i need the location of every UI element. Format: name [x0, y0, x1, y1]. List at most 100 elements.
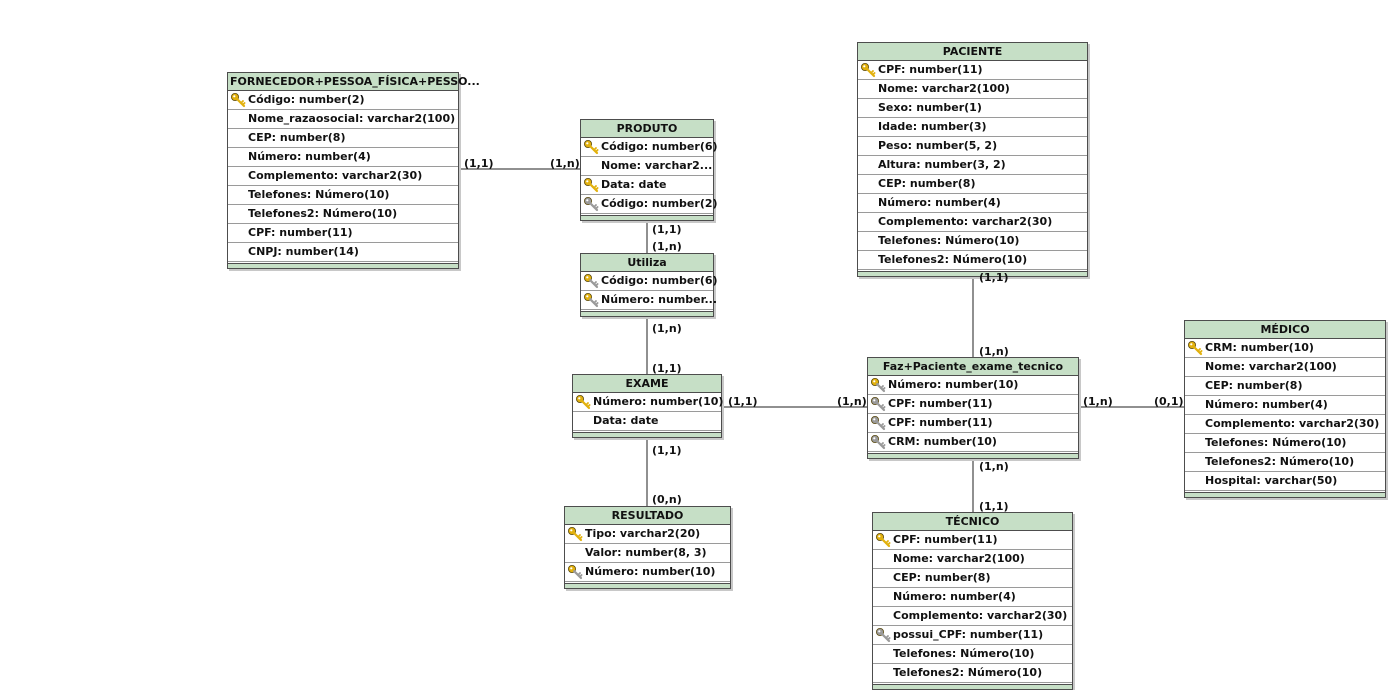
entity-fornecedor[interactable]: FORNECEDOR+PESSOA_FÍSICA+PESSO...Código:… — [227, 72, 480, 269]
attribute-text: CPF: number(11) — [893, 533, 998, 546]
attribute-text: Número: number(10) — [585, 565, 716, 578]
attribute-row[interactable]: Nome: varchar2(100) — [873, 550, 1072, 569]
attribute-row[interactable]: CRM: number(10) — [868, 433, 1078, 452]
attribute-row[interactable]: Hospital: varchar(50) — [1185, 472, 1385, 491]
attribute-row[interactable]: CPF: number(11) — [868, 395, 1078, 414]
cardinality-faz-tecnico: (1,n) — [979, 460, 1009, 473]
attribute-row[interactable]: CNPJ: number(14) — [228, 243, 458, 262]
attribute-row[interactable]: Complemento: varchar2(30) — [228, 167, 458, 186]
entity-title: Utiliza — [581, 254, 713, 272]
cardinality-exame-faz: (1,1) — [728, 395, 758, 408]
cardinality-utiliza-exame: (1,n) — [652, 322, 682, 335]
cardinality-fornecedor: (1,1) — [464, 157, 494, 170]
attribute-row[interactable]: Número: number(10) — [573, 393, 724, 412]
attribute-text: Telefones: Número(10) — [878, 234, 1020, 247]
attribute-row[interactable]: possui_CPF: number(11) — [873, 626, 1072, 645]
attribute-text: Telefones2: Número(10) — [878, 253, 1028, 266]
gray-key-icon — [870, 434, 886, 450]
entity-title: EXAME — [573, 375, 721, 393]
entity-footer — [581, 215, 713, 220]
attribute-row[interactable]: Telefones2: Número(10) — [873, 664, 1072, 683]
attribute-row[interactable]: Nome: varchar2(100) — [1185, 358, 1385, 377]
attribute-text: Hospital: varchar(50) — [1205, 474, 1338, 487]
attribute-row[interactable]: Peso: number(5, 2) — [858, 137, 1087, 156]
attribute-row[interactable]: Número: number(10) — [565, 563, 730, 582]
cardinality-utiliza-produto: (1,n) — [652, 240, 682, 253]
attribute-text: Telefones2: Número(10) — [1205, 455, 1355, 468]
entity-footer — [573, 432, 721, 437]
attribute-row[interactable]: Altura: number(3, 2) — [858, 156, 1087, 175]
attribute-text: CPF: number(11) — [248, 226, 353, 239]
attribute-row[interactable]: Tipo: varchar2(20) — [565, 525, 730, 544]
cardinality-exame-resultado: (1,1) — [652, 444, 682, 457]
attribute-row[interactable]: Nome: varchar2... — [581, 157, 713, 176]
attribute-row[interactable]: Complemento: varchar2(30) — [858, 213, 1087, 232]
attribute-row[interactable]: Telefones: Número(10) — [873, 645, 1072, 664]
cardinality-resultado-exame: (0,n) — [652, 493, 682, 506]
attribute-row[interactable]: Nome: varchar2(100) — [858, 80, 1087, 99]
attribute-row[interactable]: Valor: number(8, 3) — [565, 544, 730, 563]
entity-footer — [565, 583, 730, 588]
entity-title: MÉDICO — [1185, 321, 1385, 339]
attribute-row[interactable]: Número: number(10) — [868, 376, 1078, 395]
gold-key-icon — [1187, 340, 1203, 356]
gold-key-icon — [860, 62, 876, 78]
attribute-row[interactable]: Telefones2: Número(10) — [858, 251, 1087, 270]
attribute-row[interactable]: Código: number(6) — [581, 272, 718, 291]
attribute-row[interactable]: Código: number(2) — [581, 195, 718, 214]
attribute-row[interactable]: CPF: number(11) — [868, 414, 1078, 433]
attribute-text: Código: number(6) — [601, 140, 718, 153]
attribute-row[interactable]: CPF: number(11) — [228, 224, 458, 243]
attribute-row[interactable]: CEP: number(8) — [873, 569, 1072, 588]
attribute-row[interactable]: Número: number(4) — [228, 148, 458, 167]
gold-gray-key-icon — [583, 292, 599, 308]
attribute-row[interactable]: Número: number(4) — [858, 194, 1087, 213]
attribute-row[interactable]: Código: number(2) — [228, 91, 458, 110]
attribute-text: CRM: number(10) — [888, 435, 997, 448]
attribute-row[interactable]: Complemento: varchar2(30) — [873, 607, 1072, 626]
attribute-row[interactable]: Número: number(4) — [873, 588, 1072, 607]
attribute-row[interactable]: CRM: number(10) — [1185, 339, 1385, 358]
attribute-text: Nome: varchar2(100) — [878, 82, 1010, 95]
attribute-row[interactable]: Código: number(6) — [581, 138, 718, 157]
gold-key-icon — [875, 532, 891, 548]
attribute-row[interactable]: CPF: number(11) — [873, 531, 1072, 550]
attribute-row[interactable]: Complemento: varchar2(30) — [1185, 415, 1385, 434]
attribute-text: CNPJ: number(14) — [248, 245, 359, 258]
attribute-text: Número: number(4) — [893, 590, 1016, 603]
attribute-row[interactable]: Telefones: Número(10) — [1185, 434, 1385, 453]
attribute-row[interactable]: CPF: number(11) — [858, 61, 1087, 80]
cardinality-faz-exame: (1,n) — [837, 395, 867, 408]
attribute-row[interactable]: Telefones2: Número(10) — [228, 205, 458, 224]
attribute-row[interactable]: Telefones2: Número(10) — [1185, 453, 1385, 472]
attribute-row[interactable]: Nome_razaosocial: varchar2(100) — [228, 110, 458, 129]
entity-exame[interactable]: EXAME Número: number(10) Data: date — [572, 374, 724, 438]
attribute-text: CEP: number(8) — [893, 571, 991, 584]
attribute-row[interactable]: Telefones: Número(10) — [858, 232, 1087, 251]
attribute-row[interactable]: Número: number(4) — [1185, 396, 1385, 415]
attribute-text: Telefones: Número(10) — [1205, 436, 1347, 449]
cardinality-produto-fornecedor: (1,n) — [550, 157, 580, 170]
attribute-row[interactable]: CEP: number(8) — [1185, 377, 1385, 396]
attribute-row[interactable]: Número: number... — [581, 291, 717, 310]
attribute-row[interactable]: Data: date — [581, 176, 713, 195]
attribute-row[interactable]: Telefones: Número(10) — [228, 186, 458, 205]
attribute-text: Código: number(6) — [601, 274, 718, 287]
attribute-row[interactable]: Sexo: number(1) — [858, 99, 1087, 118]
attribute-text: Complemento: varchar2(30) — [878, 215, 1053, 228]
attribute-row[interactable]: Idade: number(3) — [858, 118, 1087, 137]
gold-gray-key-icon — [583, 273, 599, 289]
attribute-row[interactable]: Data: date — [573, 412, 721, 431]
attribute-text: Idade: number(3) — [878, 120, 987, 133]
attribute-row[interactable]: CEP: number(8) — [228, 129, 458, 148]
attribute-text: Número: number(10) — [593, 395, 724, 408]
attribute-row[interactable]: CEP: number(8) — [858, 175, 1087, 194]
attribute-text: Peso: number(5, 2) — [878, 139, 998, 152]
